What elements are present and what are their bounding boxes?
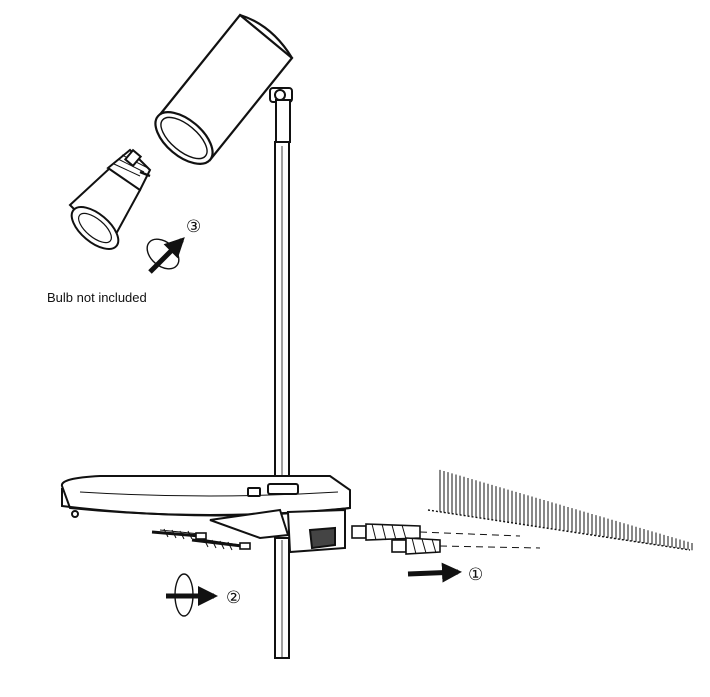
wall-anchors bbox=[351, 523, 541, 555]
shelf bbox=[60, 475, 351, 518]
step-1-label: ① bbox=[468, 565, 483, 585]
step-2-arrow bbox=[166, 573, 218, 617]
step-1-arrow bbox=[407, 562, 462, 583]
lamp-arm bbox=[274, 99, 291, 493]
step-3-label: ③ bbox=[186, 217, 201, 237]
bulb bbox=[68, 148, 152, 250]
wall-hatch bbox=[439, 469, 693, 551]
step-2-label: ② bbox=[226, 588, 241, 608]
bulb-not-included-label: Bulb not included bbox=[47, 290, 147, 305]
step-3-arrow bbox=[146, 237, 185, 274]
wall-edge bbox=[427, 509, 691, 551]
screws bbox=[151, 528, 251, 551]
lamp-head bbox=[154, 13, 294, 165]
wall-bracket bbox=[209, 508, 346, 659]
